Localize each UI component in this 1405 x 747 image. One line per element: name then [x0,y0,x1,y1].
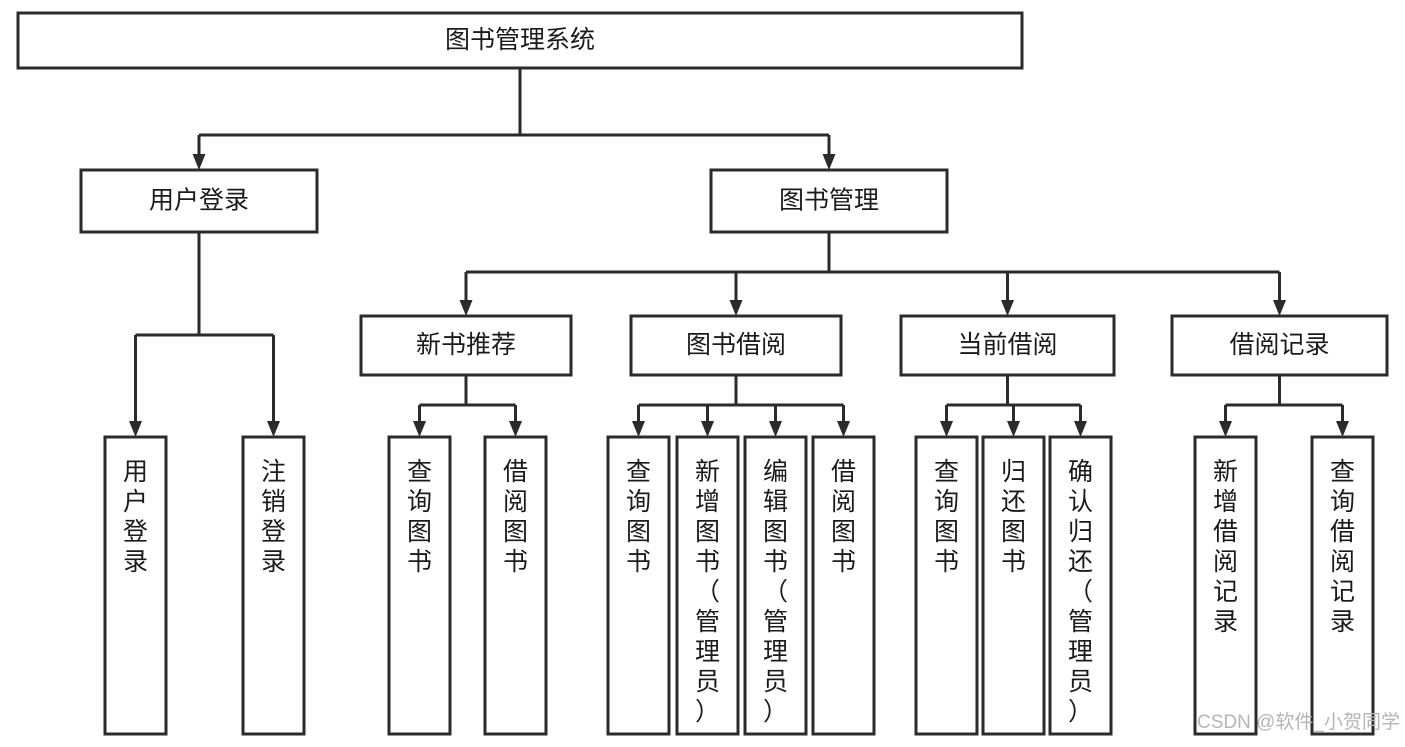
node-user-login-label: 用户登录 [149,187,249,215]
node-leaf-user-login[interactable]: 用户登录 [103,435,168,736]
connector-arrow-icon [1074,421,1087,437]
node-leaf-edit-book-label: 编辑图书（管理员） [763,458,788,726]
connector-arrow-icon [192,154,206,170]
connector-arrow-icon [1336,421,1349,437]
node-leaf-add-book-label: 新增图书（管理员） [695,458,720,726]
connector-arrow-icon [940,421,953,437]
connector-arrow-icon [129,421,142,437]
node-leaf-query-book-current[interactable]: 查询图书 [914,435,979,736]
node-current-borrow-box[interactable] [899,314,1116,377]
node-leaf-query-book-borrow[interactable]: 查询图书 [606,435,671,736]
node-leaf-logout-label: 注销登录 [261,458,286,576]
node-book-management-label: 图书管理 [779,187,879,215]
node-book-borrow-label: 图书借阅 [686,331,786,359]
connector-arrow-icon [837,421,850,437]
connector-layer [129,68,1349,437]
node-book-management[interactable]: 图书管理 [709,168,949,234]
connector-arrow-icon [701,421,714,437]
connector-arrow-icon [1273,300,1286,316]
node-leaf-query-book-borrow-box[interactable] [606,435,671,736]
csdn-watermark: CSDN @软件_小贺同学 [1197,711,1400,733]
node-leaf-return-book[interactable]: 归还图书 [981,435,1046,736]
node-book-management-box[interactable] [709,168,949,234]
connector-arrow-icon [267,421,280,437]
node-root-box[interactable] [16,11,1024,70]
node-book-borrow-box[interactable] [629,314,843,377]
node-leaf-add-book[interactable]: 新增图书（管理员） [675,435,740,736]
node-current-borrow-label: 当前借阅 [957,331,1057,359]
node-leaf-confirm-return[interactable]: 确认归还（管理员） [1048,435,1113,736]
node-leaf-logout[interactable]: 注销登录 [241,435,306,736]
node-leaf-query-book-borrow-label: 查询图书 [626,458,651,576]
node-leaf-query-book-rec-label: 查询图书 [407,458,432,576]
node-leaf-borrow-book-label: 借阅图书 [831,458,856,576]
node-leaf-add-record[interactable]: 新增借阅记录 [1193,435,1258,736]
connector-arrow-icon [1001,300,1014,316]
node-leaf-query-book-current-box[interactable] [914,435,979,736]
connector-arrow-icon [1219,421,1232,437]
node-leaf-add-record-box[interactable] [1193,435,1258,736]
node-leaf-confirm-return-label: 确认归还（管理员） [1068,458,1093,726]
node-leaf-borrow-book-box[interactable] [811,435,876,736]
node-borrow-record-label: 借阅记录 [1229,331,1329,359]
node-leaf-add-record-label: 新增借阅记录 [1213,458,1238,636]
node-new-book-recommend-label: 新书推荐 [416,331,516,359]
node-leaf-query-book-rec-box[interactable] [387,435,452,736]
node-user-login[interactable]: 用户登录 [79,168,319,234]
node-leaf-query-record-label: 查询借阅记录 [1330,458,1355,636]
node-new-book-recommend-box[interactable] [359,314,573,377]
node-leaf-confirm-return-box[interactable] [1048,435,1113,736]
connector-arrow-icon [1007,421,1020,437]
node-layer: 图书管理系统用户登录图书管理新书推荐图书借阅当前借阅借阅记录用户登录注销登录查询… [16,11,1389,736]
connector-arrow-icon [413,421,426,437]
node-leaf-return-book-box[interactable] [981,435,1046,736]
connector-arrow-icon [509,421,522,437]
node-leaf-query-record-box[interactable] [1310,435,1375,736]
node-leaf-return-book-label: 归还图书 [1001,458,1026,576]
node-leaf-borrow-book-rec-label: 借阅图书 [503,458,528,576]
node-leaf-user-login-box[interactable] [103,435,168,736]
connector-arrow-icon [729,300,743,316]
connector-arrow-icon [822,154,836,170]
node-root[interactable]: 图书管理系统 [16,11,1024,70]
node-book-borrow[interactable]: 图书借阅 [629,314,843,377]
connector-arrow-icon [769,421,782,437]
node-leaf-edit-book[interactable]: 编辑图书（管理员） [743,435,808,736]
node-leaf-borrow-book-rec-box[interactable] [483,435,548,736]
node-new-book-recommend[interactable]: 新书推荐 [359,314,573,377]
node-leaf-query-book-rec[interactable]: 查询图书 [387,435,452,736]
connector-arrow-icon [459,300,473,316]
node-leaf-user-login-label: 用户登录 [123,458,148,576]
node-leaf-logout-box[interactable] [241,435,306,736]
node-leaf-borrow-book-rec[interactable]: 借阅图书 [483,435,548,736]
node-leaf-query-book-current-label: 查询图书 [934,458,959,576]
node-leaf-add-book-box[interactable] [675,435,740,736]
node-borrow-record[interactable]: 借阅记录 [1170,314,1389,377]
connector-arrow-icon [632,421,645,437]
node-leaf-query-record[interactable]: 查询借阅记录 [1310,435,1375,736]
node-user-login-box[interactable] [79,168,319,234]
node-root-label: 图书管理系统 [445,26,595,54]
node-leaf-edit-book-box[interactable] [743,435,808,736]
node-current-borrow[interactable]: 当前借阅 [899,314,1116,377]
node-leaf-borrow-book[interactable]: 借阅图书 [811,435,876,736]
node-borrow-record-box[interactable] [1170,314,1389,377]
